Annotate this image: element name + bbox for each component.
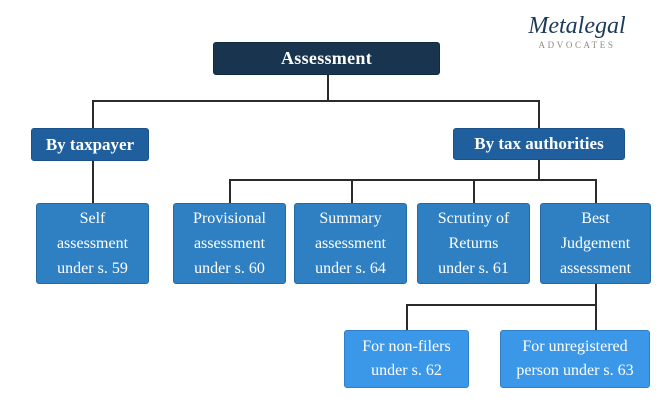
connector-authorities-drop [538, 100, 540, 128]
connector-nonfilers-drop [406, 304, 408, 330]
brand-name: Metalegal [528, 13, 626, 39]
node-by-tax-authorities: By tax authorities [453, 128, 625, 160]
logo: Metalegal ADVOCATES [512, 13, 642, 50]
node-by-taxpayer: By taxpayer [31, 128, 149, 161]
connector-taxpayer-drop [92, 100, 94, 128]
node-summary-assessment: Summary assessment under s. 64 [294, 203, 407, 284]
connector-unregistered-drop [595, 304, 597, 330]
connector-level2-horizontal [92, 100, 539, 102]
connector-best-down [595, 283, 597, 305]
connector-best-drop [595, 179, 597, 203]
connector-provisional-drop [229, 179, 231, 203]
node-non-filers: For non-filers under s. 62 [344, 330, 469, 388]
connector-root-drop [327, 75, 329, 101]
connector-level3-horizontal [229, 179, 597, 181]
connector-self-drop [92, 161, 94, 203]
node-scrutiny-of-returns: Scrutiny of Returns under s. 61 [417, 203, 530, 284]
node-unregistered-person: For unregistered person under s. 63 [500, 330, 650, 388]
node-provisional-assessment: Provisional assessment under s. 60 [173, 203, 286, 284]
node-assessment: Assessment [213, 42, 440, 75]
connector-level4-horizontal [406, 304, 597, 306]
connector-scrutiny-drop [473, 179, 475, 203]
node-best-judgement-assessment: Best Judgement assessment [540, 203, 651, 284]
brand-tagline: ADVOCATES [538, 40, 616, 50]
connector-summary-drop [351, 179, 353, 203]
node-self-assessment: Self assessment under s. 59 [36, 203, 149, 284]
connector-authorities-down [538, 160, 540, 180]
